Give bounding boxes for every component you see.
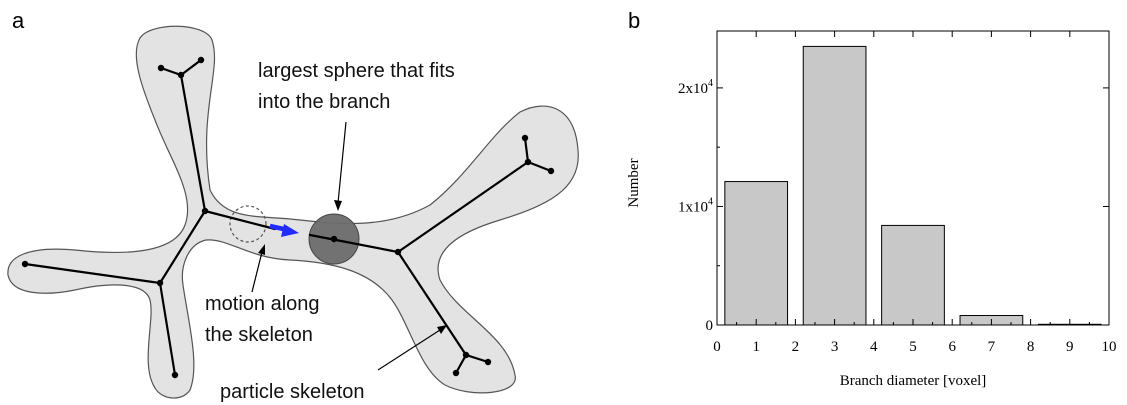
x-tick-label: 10: [1102, 339, 1117, 355]
x-tick-label: 8: [1027, 339, 1035, 355]
x-tick-label: 0: [713, 339, 721, 355]
x-tick-label: 5: [909, 339, 917, 355]
y-tick-label: 1x104: [678, 196, 713, 215]
x-tick-label: 1: [752, 339, 760, 355]
x-axis-label: Branch diameter [voxel]: [840, 373, 987, 389]
x-tick-label: 2: [792, 339, 800, 355]
y-tick-label: 0: [706, 318, 714, 334]
annotation-sphere-line2: into the branch: [258, 91, 390, 113]
x-tick-label: 7: [988, 339, 996, 355]
x-tick-label: 9: [1066, 339, 1074, 355]
annotation-sphere-line1: largest sphere that fits: [258, 60, 455, 82]
x-tick-label: 6: [948, 339, 956, 355]
skeleton-nodes: [21, 56, 555, 379]
panel-a: a: [7, 8, 579, 403]
x-tick-label: 4: [870, 339, 878, 355]
histogram-bar: [724, 181, 789, 326]
y-tick-label: 2x104: [678, 78, 713, 97]
previous-sphere: [229, 205, 267, 243]
annotation-arrows: [251, 121, 447, 371]
annotation-particle-skeleton: particle skeleton: [220, 381, 365, 403]
panel-b-label: b: [628, 8, 640, 33]
x-tick-label: 3: [831, 339, 839, 355]
particle-shape: [7, 25, 579, 399]
histogram-bar: [802, 45, 867, 326]
y-axis-label: Number: [626, 158, 642, 207]
skeleton: [23, 58, 553, 377]
annotation-motion-line1: motion along: [205, 293, 320, 315]
annotation-motion-line2: the skeleton: [205, 324, 313, 346]
histogram-bar: [881, 224, 945, 326]
motion-arrow: [269, 223, 299, 237]
panel-a-label: a: [12, 8, 25, 33]
